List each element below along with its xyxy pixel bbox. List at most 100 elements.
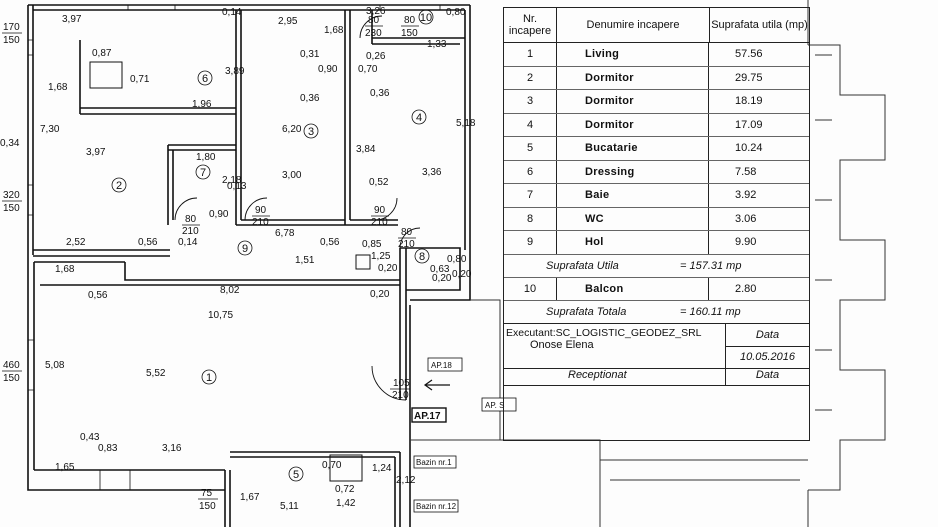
opening-80a: 80 [368,15,380,26]
cell-area: 17.09 [735,118,763,131]
dim-316: 3,16 [162,443,182,454]
label-box1: Bazin nr.1 [416,458,452,467]
dim-508: 5,08 [45,360,65,371]
reception-label: Receptionat [504,369,726,385]
dim-top-397: 3,97 [62,14,82,25]
header-name: Denumire incapere [557,8,710,42]
data-value: 10.05.2016 [739,351,796,364]
executant-company: Executant:SC_LOGISTIC_GEODEZ_SRL [506,327,702,339]
opening-sizes: 170 150 320 150 460 150 75 150 80 230 80… [2,15,419,512]
cell-name: Living [557,43,709,66]
cell-area: 3.06 [735,212,757,225]
dim-252: 2,52 [66,237,86,248]
opening-150d: 150 [199,501,216,512]
cell-name: Hol [557,231,709,254]
header-nr: Nr. incapere [504,8,557,42]
dim-124: 1,24 [372,463,392,474]
label-ap-s: AP. S [485,401,504,410]
dim-518: 5,18 [456,118,476,129]
opening-150e: 150 [401,28,418,39]
cell-nr: 10 [504,277,557,300]
dim-212: 2,12 [396,475,416,486]
dim-080: 0,80 [447,254,467,265]
usable-area-row: Suprafata Utila = 157.31 mp [504,255,809,278]
room-number-4: 4 [416,112,422,124]
dim-013: 0,13 [227,181,247,192]
dim-389: 3,89 [225,66,245,77]
dim-125: 1,25 [371,251,391,262]
total-area-value: = 160.11 mp [680,306,741,318]
dim-087: 0,87 [92,48,112,59]
dim-072: 0,72 [335,484,355,495]
reception-date: Data [755,369,780,381]
usable-area-label: Suprafata Utila [546,259,619,272]
opening-460: 460 [3,360,20,371]
cell-area: 3.92 [735,189,757,202]
dim-218: 2,18 [222,175,242,186]
dim-384: 3,84 [356,144,376,155]
cell-area: 2.80 [735,282,757,295]
dim-552: 5,52 [146,368,166,379]
room-number-9: 9 [242,243,248,255]
dim-180: 1,80 [196,152,216,163]
dim-034: 0,34 [0,138,20,149]
opening-90b: 90 [374,205,386,216]
dim-026: 0,26 [366,51,386,62]
dim-070b: 0,70 [322,460,342,471]
cell-area: 10.24 [735,142,763,155]
executant-person: Onose Elena [530,339,594,351]
room-number-8: 8 [419,251,425,263]
dim-511: 5,11 [280,501,299,512]
dim-020c: 0,20 [432,273,452,284]
opening-210b: 210 [252,217,269,228]
dim-top-168: 1,68 [324,25,344,36]
cell-area: 7.58 [735,165,757,178]
cell-nr: 7 [504,184,557,207]
cell-nr: 8 [504,207,557,230]
cell-name: Dressing [557,160,709,183]
dim-top-014: 0,14 [222,7,242,18]
executant-block: Executant:SC_LOGISTIC_GEODEZ_SRL Onose E… [504,324,809,369]
dim-678: 6,78 [275,228,295,239]
cell-nr: 9 [504,231,557,254]
cell-name: Balcon [557,277,709,300]
dim-397b: 3,97 [86,147,106,158]
dimension-labels: 3,97 0,14 2,95 1,68 3,26 0,80 0,87 0,71 … [0,6,476,512]
cell-nr: 6 [504,160,557,183]
dim-top-080: 0,80 [446,7,466,18]
dim-020d: 0,20 [452,269,472,280]
dim-020a: 0,20 [378,263,398,274]
total-area-label: Suprafata Totala [546,306,627,318]
dim-070: 0,70 [358,64,378,75]
dim-1075: 10,75 [208,310,233,321]
cell-name: Baie [557,184,709,207]
entry-arrow [423,379,450,391]
dim-090b: 0,90 [209,209,229,220]
dim-168b: 1,68 [55,264,75,275]
dim-031: 0,31 [300,49,320,60]
dim-167: 1,67 [240,492,260,503]
dim-620: 6,20 [282,124,302,135]
data-header: Data [726,324,809,347]
opening-150b: 150 [3,203,20,214]
cell-nr: 4 [504,113,557,136]
executant-info: Executant:SC_LOGISTIC_GEODEZ_SRL Onose E… [504,324,726,368]
walls [27,4,471,527]
room-number-7: 7 [200,167,206,179]
opening-80d: 80 [401,227,413,238]
room-number-6: 6 [202,73,208,85]
apartment-labels: AP.18 AP.17 AP. S Bazin nr.1 Bazin nr.12 [411,357,517,513]
dim-090: 0,90 [318,64,338,75]
cell-nr: 2 [504,66,557,89]
dim-056b: 0,56 [320,237,340,248]
dim-730: 7,30 [40,124,60,135]
opening-210d: 210 [398,239,415,250]
dim-043: 0,43 [80,432,100,443]
executant-date: Data 10.05.2016 [726,324,809,368]
opening-320: 320 [3,190,20,201]
